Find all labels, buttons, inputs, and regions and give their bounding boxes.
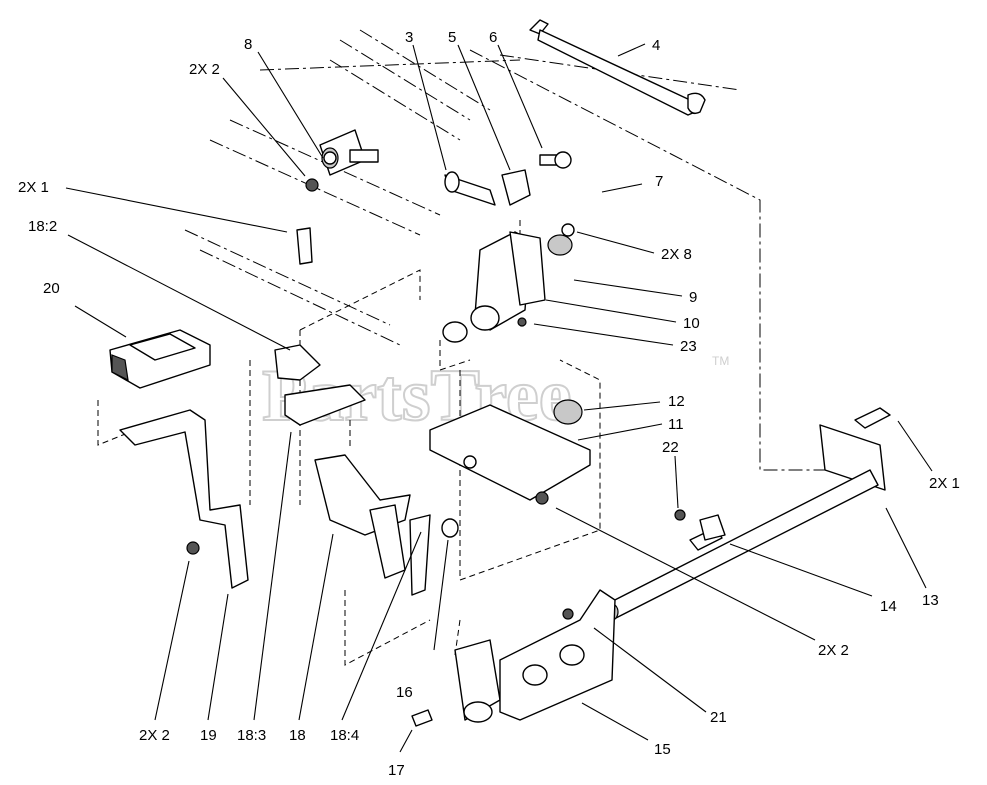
callout-2x2-bottom: 2X 2	[139, 727, 170, 744]
callout-2x1-left: 2X 1	[18, 179, 49, 196]
callout-14: 14	[880, 598, 897, 615]
callout-13: 13	[922, 592, 939, 609]
callout-18-3: 18:3	[237, 727, 266, 744]
callout-6: 6	[489, 29, 497, 46]
callout-3: 3	[405, 29, 413, 46]
pedal-pad-part-20	[109, 329, 211, 389]
plate-part-11	[429, 399, 591, 505]
pedal-part-18	[274, 344, 459, 596]
callout-10: 10	[683, 315, 700, 332]
frame-rails	[97, 29, 830, 666]
upper-linkage	[296, 129, 572, 265]
callout-17: 17	[388, 762, 405, 779]
leader-lines	[65, 43, 933, 753]
callout-7: 7	[655, 173, 663, 190]
watermark-trademark: TM	[712, 354, 729, 368]
callout-21: 21	[710, 709, 727, 726]
callout-15: 15	[654, 741, 671, 758]
callout-labels: 8 3 5 6 4 2X 2 2X 1 7 18:2 2X 8 20 9 10 …	[18, 29, 960, 779]
callout-16: 16	[396, 684, 413, 701]
callout-4: 4	[652, 37, 660, 54]
callout-9: 9	[689, 289, 697, 306]
bracket-part-10	[442, 223, 575, 343]
callout-18-4: 18:4	[330, 727, 359, 744]
callout-2x2-top: 2X 2	[189, 61, 220, 78]
rod-part-4	[529, 19, 706, 116]
callout-18-2: 18:2	[28, 218, 57, 235]
callout-2x1-right: 2X 1	[929, 475, 960, 492]
callout-2x2-mid: 2X 2	[818, 642, 849, 659]
callout-5: 5	[448, 29, 456, 46]
callout-23: 23	[680, 338, 697, 355]
callout-20: 20	[43, 280, 60, 297]
callout-11: 11	[668, 416, 684, 433]
callout-12: 12	[668, 393, 685, 410]
callout-8: 8	[244, 36, 252, 53]
callout-2x8: 2X 8	[661, 246, 692, 263]
callout-18: 18	[289, 727, 306, 744]
rod-part-13	[601, 407, 891, 622]
callout-19: 19	[200, 727, 217, 744]
lower-bracket-part-15	[411, 589, 616, 727]
callout-22-label: 22	[662, 439, 679, 456]
pedal-arm-part-19	[119, 409, 249, 589]
